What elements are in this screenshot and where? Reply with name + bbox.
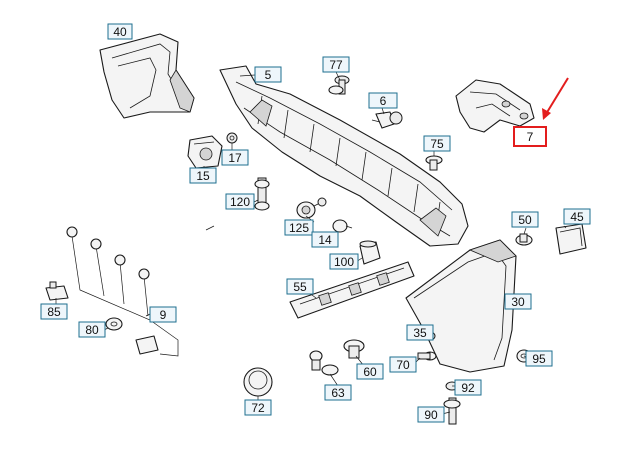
svg-text:9: 9 xyxy=(160,308,167,322)
label-120: 120 xyxy=(225,193,255,210)
label-77: 77 xyxy=(322,56,350,73)
part-70-screw xyxy=(417,351,437,361)
part-45-cover xyxy=(555,223,587,255)
part-15-holder xyxy=(187,135,223,169)
label-125: 125 xyxy=(284,219,314,236)
part-60-rivet xyxy=(343,339,365,359)
label-63: 63 xyxy=(324,384,352,401)
part-75-bolt xyxy=(425,155,443,171)
label-14: 14 xyxy=(311,231,339,248)
label-75: 75 xyxy=(423,135,451,152)
label-95: 95 xyxy=(525,350,553,367)
svg-text:85: 85 xyxy=(47,305,61,319)
svg-text:6: 6 xyxy=(380,94,387,108)
label-45: 45 xyxy=(563,208,591,225)
label-70: 70 xyxy=(389,356,417,373)
part-50-bolt xyxy=(515,233,533,246)
svg-text:7: 7 xyxy=(527,130,534,144)
label-9: 9 xyxy=(149,306,177,323)
part-55-guide-strip xyxy=(289,261,415,319)
label-80: 80 xyxy=(78,321,106,338)
label-50: 50 xyxy=(511,211,539,228)
label-17: 17 xyxy=(221,149,249,166)
svg-text:15: 15 xyxy=(196,169,210,183)
part-63-expanding-rivet xyxy=(309,350,339,376)
part-90-bolt xyxy=(443,397,461,425)
svg-text:30: 30 xyxy=(511,295,525,309)
part-72-cap xyxy=(243,367,273,397)
part-80-grommet xyxy=(105,317,123,331)
svg-text:14: 14 xyxy=(318,233,332,247)
part-77-screw xyxy=(328,75,350,95)
part-7-bracket xyxy=(455,79,535,133)
part-5-bumper-carrier xyxy=(219,65,469,247)
part-17-washer xyxy=(226,132,238,144)
part-40-corner-cover xyxy=(99,33,195,119)
part-30-corner-cover xyxy=(405,239,517,373)
svg-text:95: 95 xyxy=(532,352,546,366)
part-85-connector xyxy=(45,281,69,301)
svg-text:100: 100 xyxy=(334,255,354,269)
label-85: 85 xyxy=(40,303,68,320)
label-72: 72 xyxy=(244,399,272,416)
part-125-sensor xyxy=(296,197,327,219)
svg-text:120: 120 xyxy=(230,195,250,209)
svg-text:45: 45 xyxy=(570,210,584,224)
part-14-clip xyxy=(332,219,353,233)
svg-text:60: 60 xyxy=(363,365,377,379)
label-30: 30 xyxy=(504,293,532,310)
svg-text:75: 75 xyxy=(430,137,444,151)
highlight-arrow xyxy=(542,77,569,120)
svg-text:63: 63 xyxy=(331,386,345,400)
svg-text:35: 35 xyxy=(413,326,427,340)
svg-text:55: 55 xyxy=(293,280,307,294)
label-35: 35 xyxy=(406,324,434,341)
svg-text:77: 77 xyxy=(329,58,343,72)
svg-text:50: 50 xyxy=(518,213,532,227)
svg-text:72: 72 xyxy=(251,401,265,415)
svg-text:17: 17 xyxy=(228,151,242,165)
label-15: 15 xyxy=(189,167,217,184)
label-60: 60 xyxy=(356,363,384,380)
label-6: 6 xyxy=(368,92,398,109)
part-120-pin xyxy=(254,177,270,211)
label-7-highlighted: 7 xyxy=(513,126,547,147)
svg-text:40: 40 xyxy=(113,25,127,39)
svg-text:70: 70 xyxy=(396,358,410,372)
label-90: 90 xyxy=(417,406,445,423)
svg-text:125: 125 xyxy=(289,221,309,235)
label-55: 55 xyxy=(286,278,314,295)
svg-text:5: 5 xyxy=(265,68,272,82)
label-40: 40 xyxy=(107,23,133,40)
svg-text:80: 80 xyxy=(85,323,99,337)
part-9-wiring-harness xyxy=(66,226,179,357)
label-5: 5 xyxy=(254,66,282,83)
label-92: 92 xyxy=(454,379,482,396)
label-100: 100 xyxy=(329,253,359,270)
part-6-clip xyxy=(371,111,403,129)
svg-text:92: 92 xyxy=(461,381,475,395)
svg-text:90: 90 xyxy=(424,408,438,422)
part-100-sleeve xyxy=(359,240,381,265)
